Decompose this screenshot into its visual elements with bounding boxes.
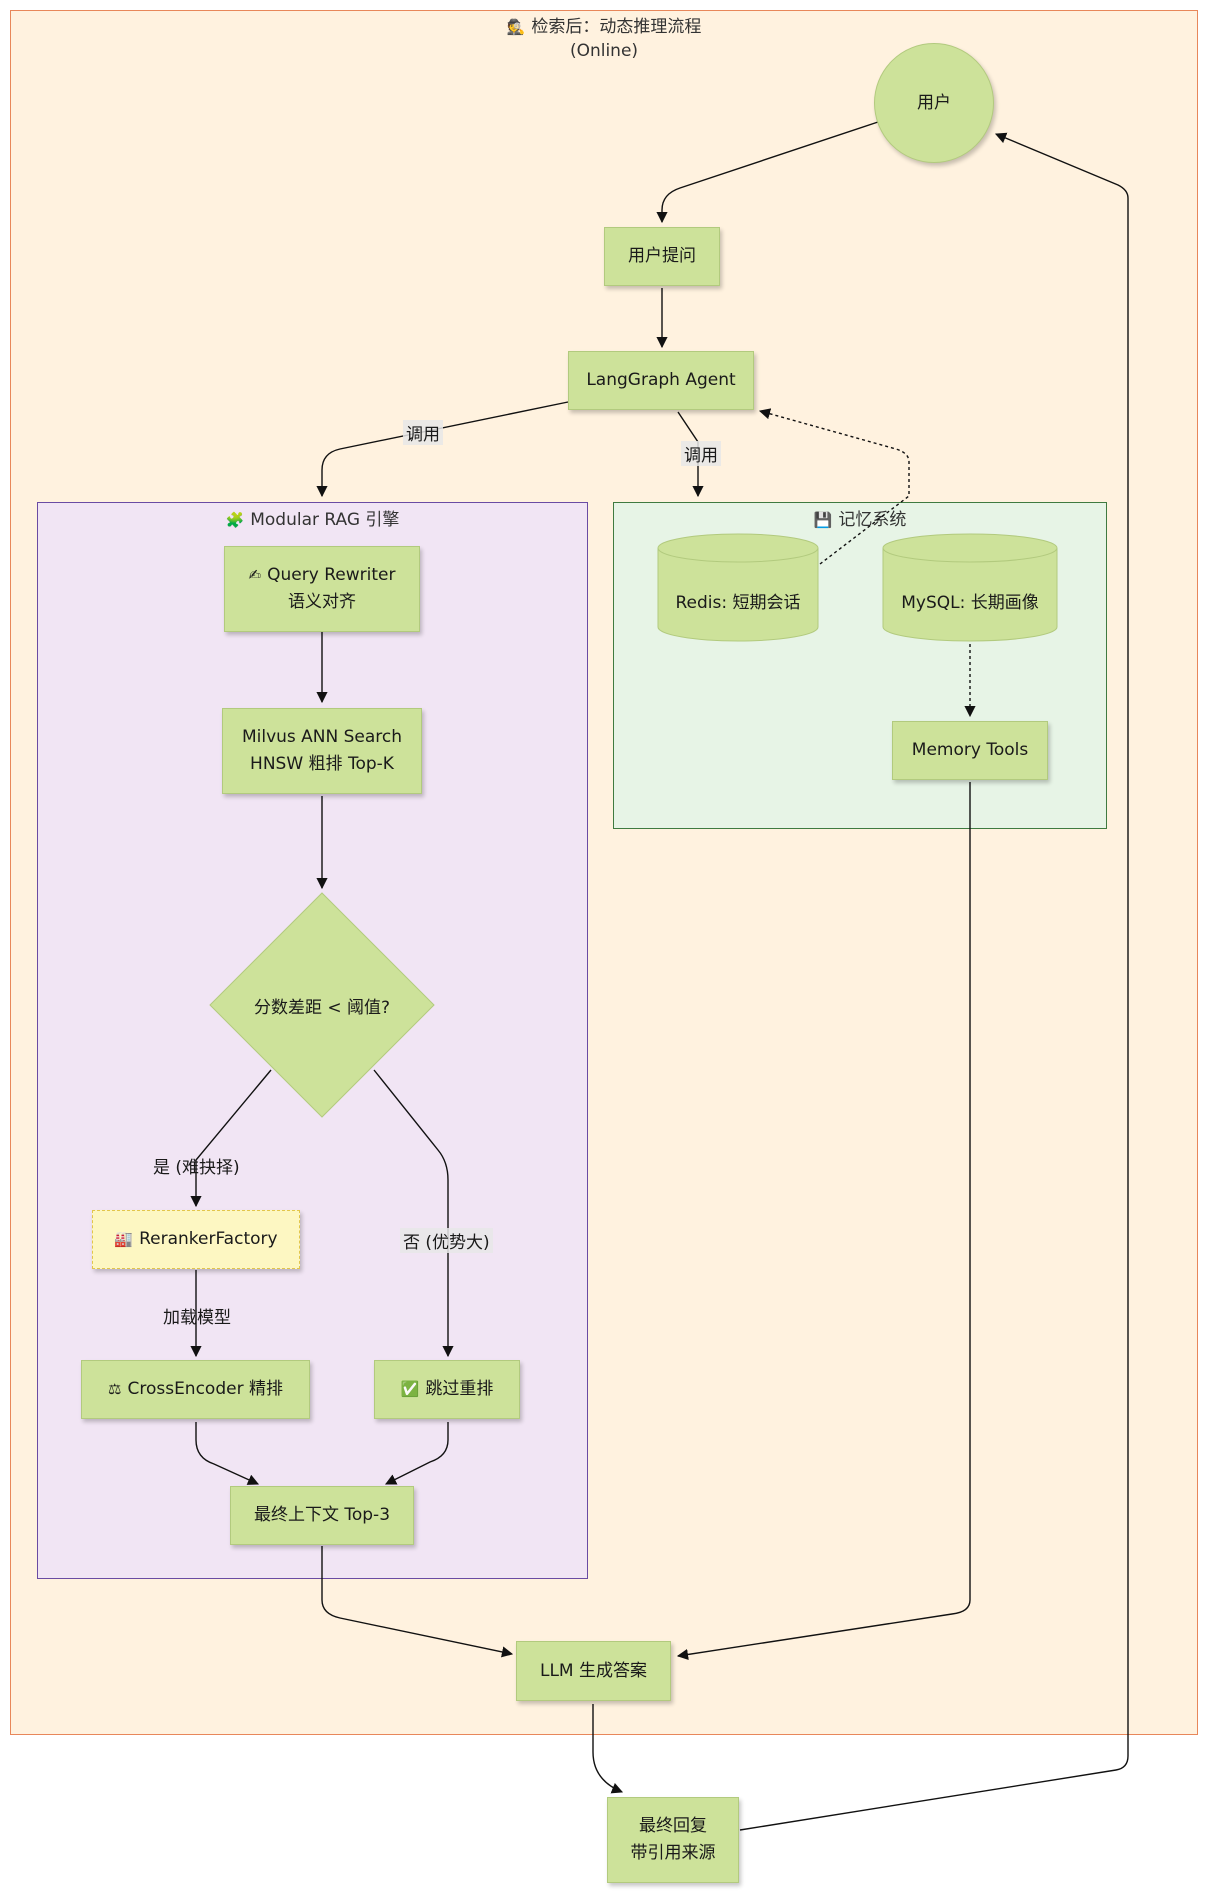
mysql-node[interactable]: MySQL: 长期画像 (901, 592, 1039, 613)
rag-cluster-title: 🧩Modular RAG 引擎 (225, 510, 400, 530)
pencil-icon: ✍ (248, 566, 262, 584)
user-node[interactable]: 用户 (874, 43, 994, 163)
memory-cluster-title: 💾记忆系统 (813, 510, 907, 530)
edge-agent-to-rag (316, 401, 569, 498)
edge-label-call-left: 调用 (403, 420, 443, 445)
mysql-cylinder-shape (882, 533, 1058, 642)
edge-tools-to-llm (676, 782, 971, 1661)
redis-cylinder-shape (657, 533, 819, 642)
final-context-node[interactable]: 最终上下文 Top-3 (230, 1486, 414, 1545)
query-rewriter-node[interactable]: ✍Query Rewriter 语义对齐 (224, 546, 420, 632)
check-mark-icon: ✅ (400, 1380, 420, 1398)
detective-icon: 🕵 (506, 18, 526, 36)
scales-icon: ⚖ (108, 1380, 122, 1398)
outer-cluster-title: 🕵检索后：动态推理流程 (506, 17, 702, 37)
reranker-factory-node[interactable]: 🏭RerankerFactory (92, 1210, 300, 1269)
milvus-search-node[interactable]: Milvus ANN Search HNSW 粗排 Top-K (222, 708, 422, 794)
edge-label-load-model: 加载模型 (163, 1308, 231, 1328)
edge-llm-to-reply (592, 1704, 624, 1794)
edge-user-to-question (656, 121, 879, 224)
edge-reply-to-user (739, 132, 1129, 1831)
final-reply-node[interactable]: 最终回复 带引用来源 (607, 1797, 739, 1883)
edge-decision-to-skip (373, 1069, 454, 1358)
edge-final-to-llm (321, 1546, 514, 1658)
skip-rerank-node[interactable]: ✅跳过重排 (374, 1360, 520, 1419)
floppy-disk-icon: 💾 (813, 511, 833, 529)
outer-cluster-subtitle: (Online) (569, 41, 639, 61)
edge-skip-to-final (384, 1422, 449, 1485)
edge-label-call-right: 调用 (681, 441, 721, 466)
edge-redis-to-agent (758, 408, 910, 565)
llm-generate-node[interactable]: LLM 生成答案 (516, 1641, 671, 1701)
decision-node[interactable]: 分数差距 < 阈值? (253, 997, 391, 1018)
memory-tools-node[interactable]: Memory Tools (892, 721, 1048, 780)
edge-decision-to-factory (190, 1069, 272, 1208)
redis-node[interactable]: Redis: 短期会话 (675, 592, 801, 613)
user-question-node[interactable]: 用户提问 (604, 227, 720, 286)
edge-crossencoder-to-final (195, 1422, 260, 1485)
langgraph-agent-node[interactable]: LangGraph Agent (568, 351, 754, 410)
edge-label-yes-hard: 是 (难抉择) (153, 1158, 240, 1178)
factory-icon: 🏭 (114, 1230, 134, 1248)
decision-diamond-shape (209, 892, 435, 1118)
edge-label-no-advantage: 否 (优势大) (400, 1228, 493, 1253)
puzzle-icon: 🧩 (225, 511, 245, 529)
cross-encoder-node[interactable]: ⚖CrossEncoder 精排 (81, 1360, 310, 1419)
